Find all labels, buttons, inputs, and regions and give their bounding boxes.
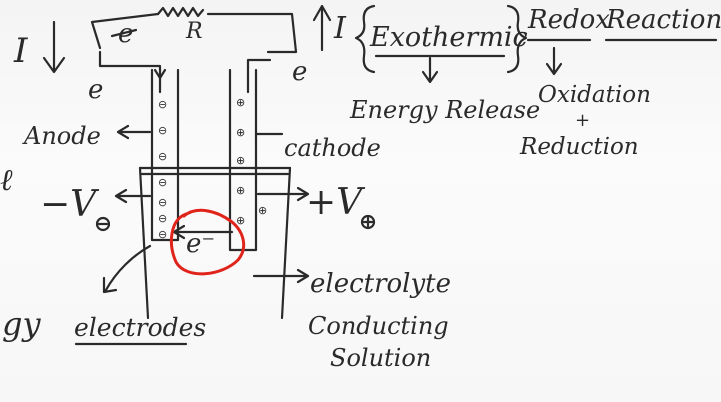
energy-release-label: Energy Release <box>349 96 540 124</box>
anode-symbol: ⊖ <box>158 228 167 241</box>
solution-label: Solution <box>330 344 431 372</box>
left-edge-fragment: ℓ <box>0 163 13 198</box>
electrodes-pointer-arrow <box>102 244 152 294</box>
electrodes-label: electrodes <box>74 313 206 342</box>
anode-electrode <box>150 68 180 242</box>
current-down-arrow <box>42 20 66 74</box>
electrolyte-arrow <box>252 268 310 284</box>
anode-symbol: ⊖ <box>158 196 167 209</box>
cathode-symbol: ⊕ <box>236 126 245 139</box>
conducting-label: Conducting <box>308 312 449 340</box>
cathode-symbol: ⊕ <box>258 204 267 217</box>
neg-potential-label: −V <box>40 184 100 225</box>
anode-symbol: ⊖ <box>158 176 167 189</box>
electron-left-label: e <box>88 75 103 105</box>
neg-potential-arrow <box>114 188 152 204</box>
cathode-symbol: ⊕ <box>236 184 245 197</box>
reduction-label: Reduction <box>519 134 639 160</box>
exothermic-label: Exothermic <box>369 22 528 53</box>
exothermic-underline <box>374 54 506 84</box>
current-left-label: I <box>13 31 28 71</box>
anode-symbol: ⊖ <box>158 98 167 111</box>
cathode-symbols: ⊕ ⊕ ⊕ ⊕ ⊕ ⊕ <box>236 96 267 227</box>
redox-underlines <box>526 38 718 76</box>
resistor-label: R <box>185 19 203 44</box>
anode-symbols: ⊖ ⊖ ⊖ ⊖ ⊖ ⊖ ⊖ <box>158 98 167 241</box>
cathode-label: cathode <box>284 134 381 162</box>
cathode-symbol: ⊕ <box>236 96 245 109</box>
current-right-label: I <box>333 11 347 46</box>
reaction-label: Reaction <box>605 5 721 35</box>
redox-label: Redox <box>527 5 610 35</box>
cathode-symbol: ⊕ <box>236 214 245 227</box>
electron-top-arrow <box>110 28 138 38</box>
red-circle-highlight <box>169 208 246 276</box>
pos-potential-label: +V <box>306 182 366 223</box>
electron-top-label: e <box>118 19 133 49</box>
external-circuit-wire <box>90 6 298 94</box>
electron-right-label: e <box>292 57 307 87</box>
pos-potential-arrow <box>256 186 310 202</box>
left-brace <box>354 4 376 74</box>
pos-terminal-icon <box>360 214 376 230</box>
anode-symbol: ⊖ <box>158 150 167 163</box>
oxidation-label: Oxidation <box>538 82 651 108</box>
anode-pointer-arrow <box>116 124 152 140</box>
electrolyte-label: electrolyte <box>310 269 451 299</box>
current-up-arrow <box>312 4 332 52</box>
anode-label: Anode <box>22 122 101 150</box>
plus-sign: + <box>575 110 590 131</box>
circled-electron-label: e⁻ <box>186 229 215 259</box>
right-brace <box>506 4 528 74</box>
electron-flow-arrow <box>172 224 234 240</box>
anode-symbol: ⊖ <box>158 212 167 225</box>
neg-terminal-icon <box>95 216 111 232</box>
gy-fragment: gy <box>2 305 41 343</box>
cathode-symbol: ⊕ <box>236 154 245 167</box>
anode-symbol: ⊖ <box>158 124 167 137</box>
